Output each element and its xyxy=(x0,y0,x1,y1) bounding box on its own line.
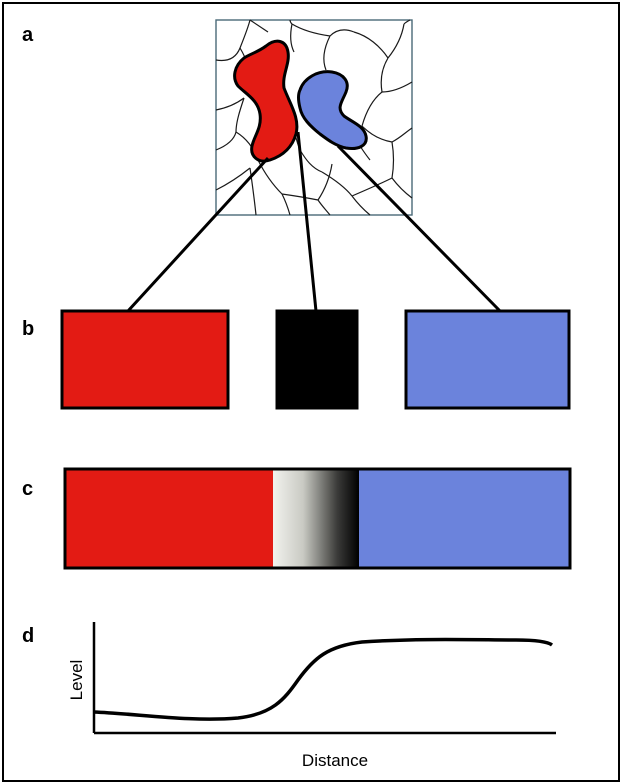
tissue-diagram xyxy=(215,19,413,216)
red-block xyxy=(60,309,230,410)
connector-lines xyxy=(126,131,502,313)
y-axis-label: Level xyxy=(67,660,86,701)
panel-d-plot: Level Distance xyxy=(67,622,556,770)
panel-b-blocks xyxy=(60,309,571,410)
connector-blue xyxy=(336,144,502,313)
x-axis-label: Distance xyxy=(302,751,368,770)
blue-cell xyxy=(297,70,368,150)
bar-outline xyxy=(63,467,572,570)
level-curve xyxy=(93,637,554,721)
red-cell xyxy=(233,39,299,163)
panel-label-c: c xyxy=(22,478,34,500)
connector-boundary xyxy=(296,131,318,312)
gradient-segment xyxy=(273,469,359,568)
panel-c-bar xyxy=(63,467,572,570)
connector-red xyxy=(126,156,270,313)
panel-label-a: a xyxy=(22,24,34,46)
panel-label-d: d xyxy=(22,625,35,647)
blue-segment xyxy=(359,469,570,568)
black-block xyxy=(275,309,359,410)
red-segment xyxy=(65,469,273,568)
panel-label-b: b xyxy=(22,318,35,340)
blue-block xyxy=(404,309,571,410)
